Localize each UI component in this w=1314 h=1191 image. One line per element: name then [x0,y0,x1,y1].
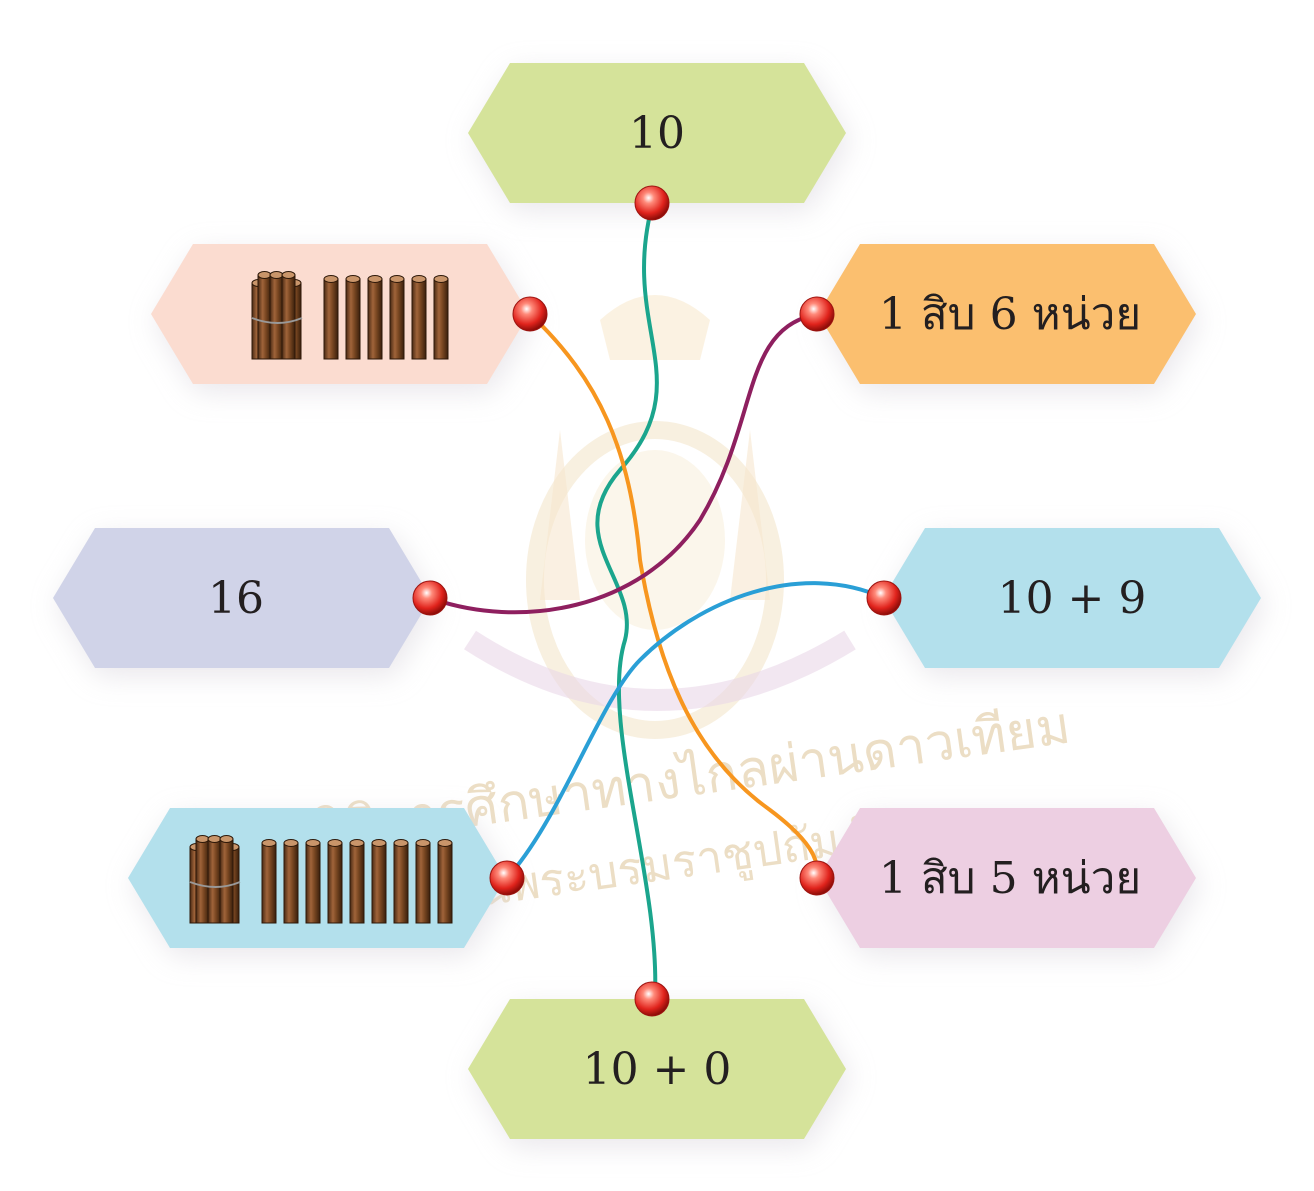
box-label: 10 + 0 [583,1044,732,1095]
box-shape [468,63,846,203]
box-label: 1 สิบ 5 หน่วย [879,853,1141,904]
box-shape [883,528,1261,668]
single-stick [323,275,339,360]
single-stick [305,839,321,924]
sticks-bundle-1-6 [251,271,449,360]
knob-top[interactable] [634,185,670,221]
connection-lines [428,204,886,998]
box-shape [468,999,846,1139]
single-stick [367,275,383,360]
knob-bundle-1-9[interactable] [489,860,525,896]
single-stick [411,275,427,360]
box-top[interactable]: 10 [468,63,846,203]
stick-bundle [251,271,303,360]
sticks-bundle-1-9 [189,835,453,924]
knob-right-1[interactable] [799,296,835,332]
box-bundle-1-6[interactable] [151,244,529,384]
single-stick [389,275,405,360]
box-shape [818,244,1196,384]
single-stick [371,839,387,924]
box-right-1[interactable]: 1 สิบ 6 หน่วย [818,244,1196,384]
box-label: 16 [208,573,264,624]
box-right-19[interactable]: 10 + 9 [883,528,1261,668]
single-stick [283,839,299,924]
knob-bottom[interactable] [634,981,670,1017]
knob-left-16[interactable] [412,580,448,616]
box-right-15[interactable]: 1 สิบ 5 หน่วย [818,808,1196,948]
stick-bundle [189,835,241,924]
line-bundle-1-9-to-right-19[interactable] [505,581,886,880]
watermark-seal [464,295,856,739]
single-stick [393,839,409,924]
knob-bundle-1-6[interactable] [512,296,548,332]
box-left-16[interactable]: 16 [53,528,431,668]
single-stick [345,275,361,360]
single-stick [437,839,453,924]
box-bottom[interactable]: 10 + 0 [468,999,846,1139]
knob-right-15[interactable] [799,860,835,896]
connection-knobs [412,185,902,1017]
single-stick [349,839,365,924]
box-label: 10 + 9 [998,573,1147,624]
line-top-to-bottom[interactable] [595,204,659,998]
box-shape [53,528,431,668]
box-shape [151,244,529,384]
box-bundle-1-9[interactable] [128,808,506,948]
box-label: 10 [629,108,685,159]
knob-right-19[interactable] [866,580,902,616]
single-stick [261,839,277,924]
single-stick [433,275,449,360]
box-label: 1 สิบ 6 หน่วย [879,289,1141,340]
line-left-16-to-right-1[interactable] [428,312,819,615]
box-shape [818,808,1196,948]
single-stick [327,839,343,924]
single-stick [415,839,431,924]
line-bundle-1-6-to-right-15[interactable] [528,312,820,880]
